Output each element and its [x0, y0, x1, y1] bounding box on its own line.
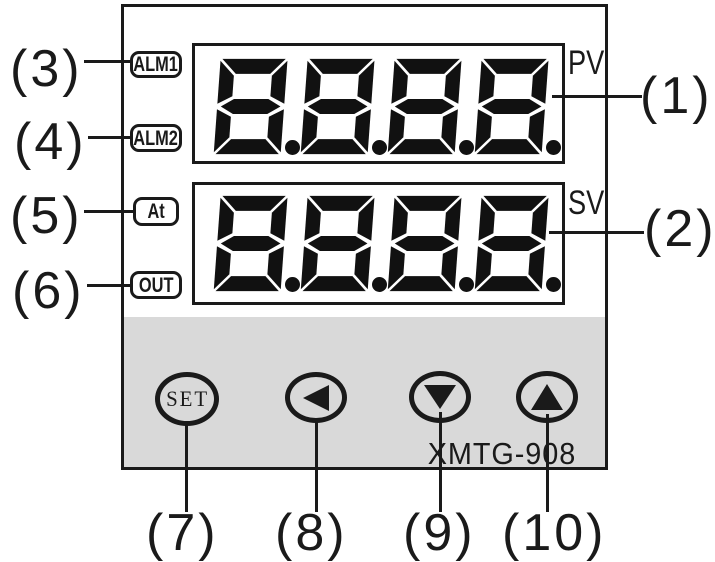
callout-line-4 — [88, 136, 133, 139]
callout-3: (3) — [10, 40, 83, 98]
decimal-point — [285, 277, 300, 292]
callout-10: (10) — [502, 504, 607, 562]
pv-label: PV — [568, 44, 605, 82]
callout-line-7 — [185, 423, 188, 512]
decimal-point — [285, 140, 300, 155]
indicator-alm2-label: ALM2 — [133, 126, 179, 150]
decimal-point — [459, 277, 474, 292]
shift-left-button[interactable] — [285, 372, 347, 423]
indicator-out-label: OUT — [138, 273, 174, 297]
set-button-label: SET — [166, 386, 210, 411]
decimal-point — [372, 140, 387, 155]
callout-line-1 — [552, 95, 642, 98]
left-triangle-icon — [303, 384, 329, 411]
callout-line-2 — [549, 231, 644, 234]
decimal-point — [372, 277, 387, 292]
pv-display — [192, 43, 565, 164]
callout-line-5 — [84, 210, 136, 213]
decimal-point — [459, 140, 474, 155]
seven-segment-digit — [213, 195, 288, 292]
callout-line-9 — [439, 412, 442, 512]
callout-8: (8) — [275, 504, 348, 562]
callout-line-6 — [87, 284, 133, 287]
callout-9: (9) — [403, 504, 476, 562]
seven-segment-digit — [474, 58, 549, 155]
callout-line-8 — [315, 420, 318, 512]
decimal-point — [546, 277, 561, 292]
callout-line-10 — [546, 414, 549, 512]
callout-7: (7) — [146, 504, 219, 562]
model-label: XMTG-908 — [427, 436, 577, 471]
callout-6: (6) — [12, 262, 85, 320]
indicator-out: OUT — [130, 271, 182, 299]
callout-1: (1) — [640, 67, 713, 125]
indicator-at-label: At — [147, 200, 165, 223]
sv-digit-readout — [213, 195, 561, 292]
down-triangle-icon — [424, 385, 456, 409]
callout-2: (2) — [644, 200, 715, 258]
decimal-point — [546, 140, 561, 155]
indicator-alm1: ALM1 — [130, 51, 182, 78]
seven-segment-digit — [213, 58, 288, 155]
sv-display — [192, 182, 565, 305]
indicator-alm2: ALM2 — [130, 124, 182, 152]
callout-line-3 — [84, 60, 133, 63]
seven-segment-digit — [300, 58, 375, 155]
seven-segment-digit — [474, 195, 549, 292]
pv-digit-readout — [213, 58, 561, 155]
sv-label: SV — [568, 184, 605, 222]
up-triangle-icon — [531, 384, 563, 410]
indicator-alm1-label: ALM1 — [133, 53, 179, 76]
seven-segment-digit — [300, 195, 375, 292]
set-button[interactable]: SET — [155, 372, 219, 426]
seven-segment-digit — [387, 195, 462, 292]
indicator-at: At — [133, 197, 179, 226]
callout-5: (5) — [10, 187, 83, 245]
callout-4: (4) — [14, 113, 87, 171]
seven-segment-digit — [387, 58, 462, 155]
